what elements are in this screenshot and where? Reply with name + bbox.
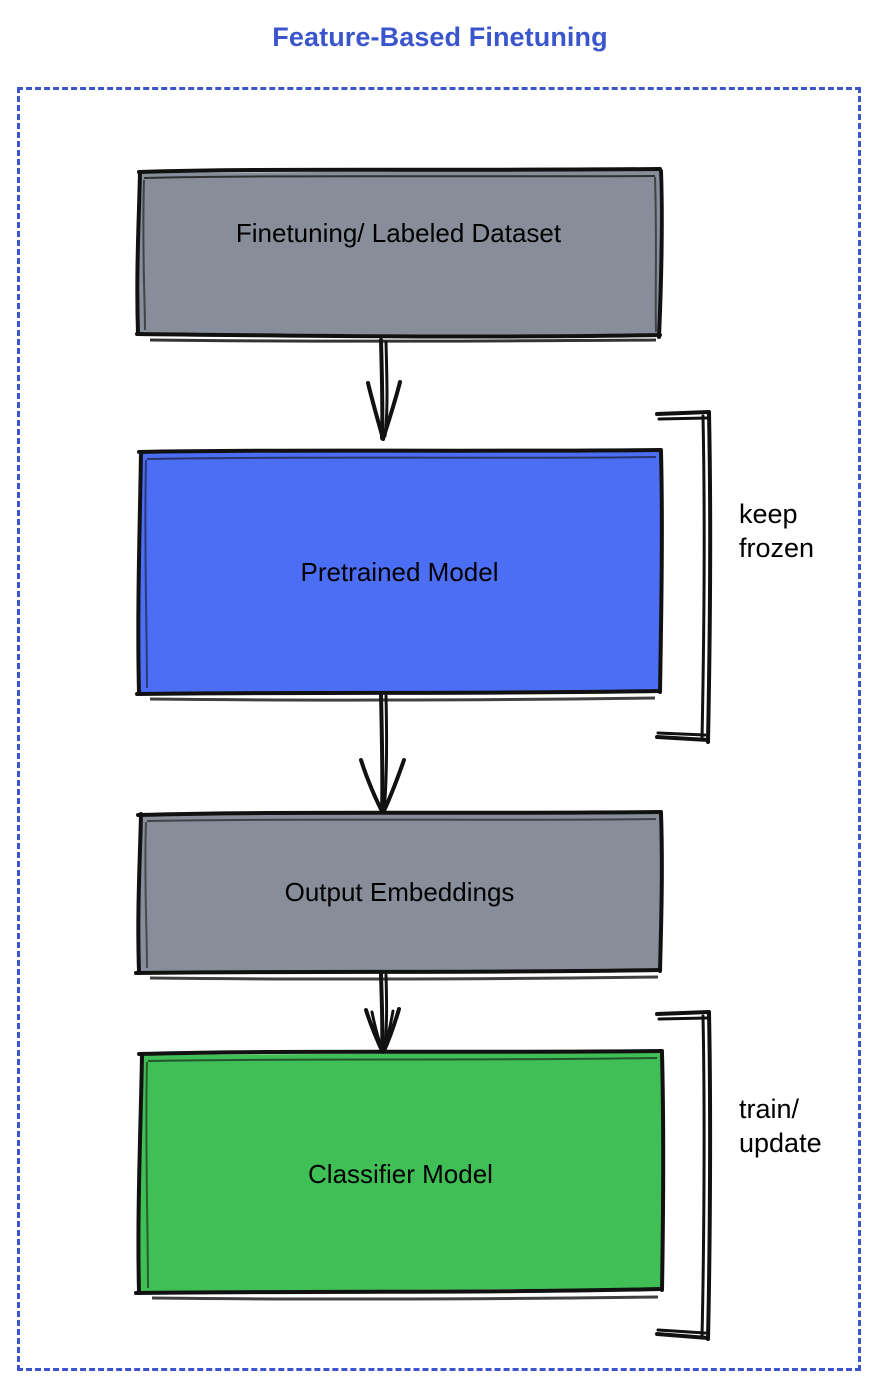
diagram-outer-frame [17, 87, 861, 1371]
page-title: Feature-Based Finetuning [272, 22, 608, 52]
annotation-train-update: train/ update [739, 1094, 822, 1158]
node-label-output-embeddings: Output Embeddings [284, 877, 515, 907]
node-label-finetuning-dataset: Finetuning/ Labeled Dataset [235, 218, 562, 248]
annotation-keep-frozen: keep frozen [739, 499, 815, 563]
node-label-classifier-model: Classifier Model [308, 1159, 493, 1189]
node-label-pretrained-model: Pretrained Model [300, 557, 499, 587]
